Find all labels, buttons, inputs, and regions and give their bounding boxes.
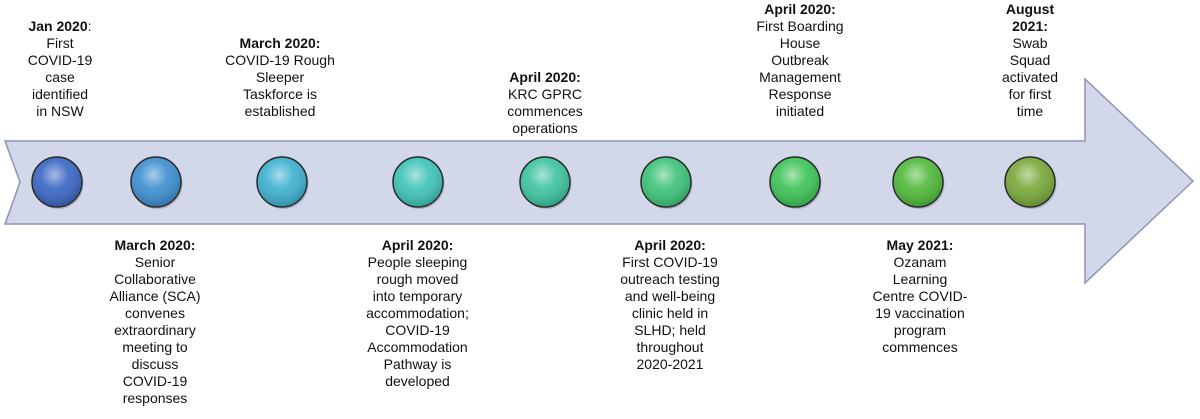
- event-label-march-2020-sca: March 2020: Senior Collaborative Allianc…: [109, 237, 201, 406]
- event-label-april-2020-krc-gprc: April 2020: KRC GPRC commences operation…: [507, 69, 583, 136]
- event-label-march-2020-taskforce: March 2020: COVID-19 Rough Sleeper Taskf…: [225, 35, 335, 119]
- event-label-august-2021: August 2021: Swab Squad activated for fi…: [1001, 1, 1059, 119]
- timeline-arrow: [3, 77, 1195, 285]
- event-label-april-2020-accommodation: April 2020: People sleeping rough moved …: [366, 237, 469, 389]
- event-marker-5: [519, 156, 572, 209]
- event-marker-7: [769, 156, 822, 209]
- event-marker-6: [640, 156, 693, 209]
- event-label-april-2020-boarding-house: April 2020: First Boarding House Outbrea…: [756, 1, 844, 119]
- event-marker-8: [892, 156, 945, 209]
- event-marker-9: [1004, 156, 1057, 209]
- event-label-may-2021: May 2021: Ozanam Learning Centre COVID- …: [872, 237, 968, 355]
- event-label-april-2020-outreach-clinic: April 2020: First COVID-19 outreach test…: [620, 237, 720, 372]
- event-marker-3: [256, 156, 309, 209]
- event-label-jan-2020: Jan 2020: First COVID-19 case identified…: [27, 18, 93, 119]
- event-marker-4: [392, 156, 445, 209]
- event-marker-1: [31, 156, 84, 209]
- event-marker-2: [130, 156, 183, 209]
